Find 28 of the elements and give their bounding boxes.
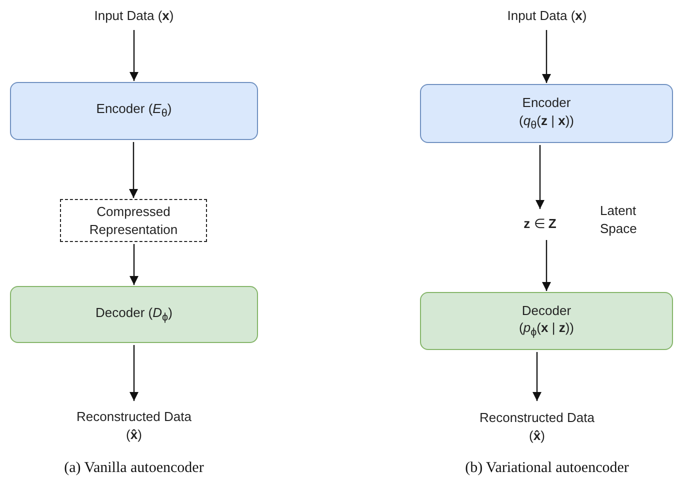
node-text: Input Data (x) [94, 7, 174, 25]
decoder-box [420, 292, 673, 350]
node-text: Reconstructed Data (x̂) [478, 409, 596, 445]
arrow [542, 240, 551, 291]
formula: (q$_{θ}$(z | x)) [519, 112, 574, 133]
caption: (b) Variational autoencoder [464, 460, 630, 477]
node-label: Decoder [522, 302, 572, 320]
arrow [130, 30, 138, 81]
node-label: Encoder (E$_{θ}$) [96, 100, 172, 122]
decoder-box [10, 286, 258, 343]
node-label: Decoder (D$_{ϕ}$) [96, 304, 172, 326]
arrow [130, 345, 138, 401]
arrow [129, 142, 138, 198]
node-label: Compressed Representation [88, 202, 179, 238]
formula: (p$_{ϕ}$(x | z)) [518, 319, 574, 340]
node-text: Input Data (x) [507, 7, 587, 25]
dashed-box [60, 199, 207, 242]
arrow [536, 145, 544, 209]
caption: (a) Vanilla autoencoder [63, 460, 205, 477]
encoder-box [10, 82, 258, 140]
side-note: Latent Space [600, 202, 638, 238]
encoder-box [420, 84, 673, 143]
node-text: Reconstructed Data (x̂) [76, 408, 192, 444]
arrow [532, 352, 542, 401]
arrow [542, 30, 551, 83]
node-text: z ∈ Z [524, 215, 556, 233]
node-label: Encoder [522, 94, 571, 112]
arrow [130, 244, 138, 285]
